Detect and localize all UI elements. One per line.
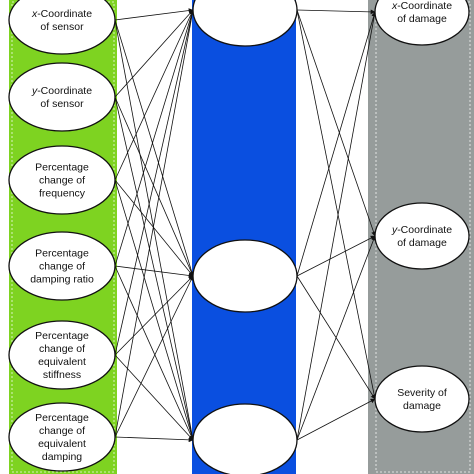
connection-input-1-hidden-3: [114, 19, 195, 441]
output-node-2-label-line-1: y-Coordinate: [391, 224, 452, 236]
input-node-3-label-line-1: Percentage: [35, 162, 89, 174]
input-node-3-label-line-3: frequency: [39, 188, 86, 200]
connection-hidden-2-output-1: [296, 11, 377, 277]
input-node-4-label-line-3: damping ratio: [30, 274, 94, 286]
connection-input-5-hidden-3: [114, 354, 194, 441]
connection-hidden-1-output-1: [296, 9, 376, 15]
hidden-node-2-ellipse: [192, 239, 298, 313]
connection-hidden-3-output-2: [296, 235, 376, 441]
input-node-5-label-line-1: Percentage: [35, 330, 89, 342]
connection-input-2-hidden-1: [114, 9, 194, 98]
output-node-2-ellipse: [374, 202, 470, 270]
output-node-1-ellipse: [374, 0, 470, 46]
hidden-node-1-ellipse: [192, 0, 298, 47]
input-node-2-ellipse: [8, 62, 116, 132]
connection-input-2-hidden-3: [114, 96, 195, 441]
output-node-3-label-line-2: damage: [403, 400, 441, 412]
output-node-3-ellipse: [374, 365, 470, 433]
connection-lines: [114, 8, 377, 443]
input-node-6-label-line-2: change of: [39, 425, 85, 437]
input-node-4-ellipse: [8, 231, 116, 301]
connection-input-4-hidden-2: [114, 265, 194, 278]
input-node-5-label-line-4: stiffness: [43, 369, 81, 381]
input-node-5-label-line-2: change of: [39, 343, 85, 355]
output-node-1-label-line-2: of damage: [397, 13, 447, 25]
input-node-6-label-line-3: equivalent: [38, 438, 86, 450]
connection-input-3-hidden-1: [114, 9, 194, 181]
input-node-1-label-line-2: of sensor: [40, 21, 84, 33]
connection-hidden-3-output-3: [296, 398, 376, 441]
input-layer-dashed-border: [11, 1, 115, 473]
input-node-2-label-line-1: y-Coordinate: [31, 85, 92, 97]
connection-input-6-hidden-2: [114, 275, 194, 438]
hidden-node-3-ellipse: [192, 403, 298, 474]
connection-hidden-3-output-1: [296, 11, 377, 441]
input-node-1-ellipse: [8, 0, 116, 55]
input-node-1-label-line-1: x-Coordinate: [31, 8, 92, 20]
hidden-layer-band: [192, 0, 296, 474]
connection-input-1-hidden-2: [114, 19, 195, 277]
connection-input-6-hidden-3: [114, 436, 194, 443]
input-node-6-label-line-4: damping: [42, 451, 82, 463]
input-node-5-label-line-3: equivalent: [38, 356, 86, 368]
input-node-6-label-line-1: Percentage: [35, 412, 89, 424]
output-node-3-label-line-1: Severity of: [397, 387, 447, 399]
connection-input-6-hidden-1: [114, 9, 195, 438]
input-node-3-label-line-2: change of: [39, 175, 85, 187]
connection-hidden-2-output-2: [296, 235, 376, 277]
connection-input-4-hidden-3: [114, 265, 194, 441]
input-node-4-label-line-2: change of: [39, 261, 85, 273]
connection-input-3-hidden-3: [114, 179, 195, 441]
connection-input-4-hidden-1: [114, 9, 195, 267]
connection-input-2-hidden-2: [114, 96, 194, 277]
input-node-4-label-line-1: Percentage: [35, 248, 89, 260]
input-node-5-ellipse: [8, 320, 116, 390]
hidden-node-3: [192, 403, 298, 474]
hidden-node-2: [192, 239, 298, 313]
connection-hidden-1-output-2: [296, 9, 376, 237]
output-node-2-label-line-2: of damage: [397, 237, 447, 249]
connection-hidden-1-output-3: [296, 9, 377, 400]
connection-input-5-hidden-1: [114, 9, 195, 356]
connection-input-1-hidden-1: [114, 8, 194, 21]
output-node-1-label-line-1: x-Coordinate: [391, 0, 452, 12]
connection-input-5-hidden-2: [114, 275, 194, 356]
input-node-6-ellipse: [8, 402, 116, 472]
hidden-node-1: [192, 0, 298, 47]
connection-input-3-hidden-2: [114, 179, 194, 277]
input-node-2-label-line-2: of sensor: [40, 98, 84, 110]
input-node-3-ellipse: [8, 145, 116, 215]
